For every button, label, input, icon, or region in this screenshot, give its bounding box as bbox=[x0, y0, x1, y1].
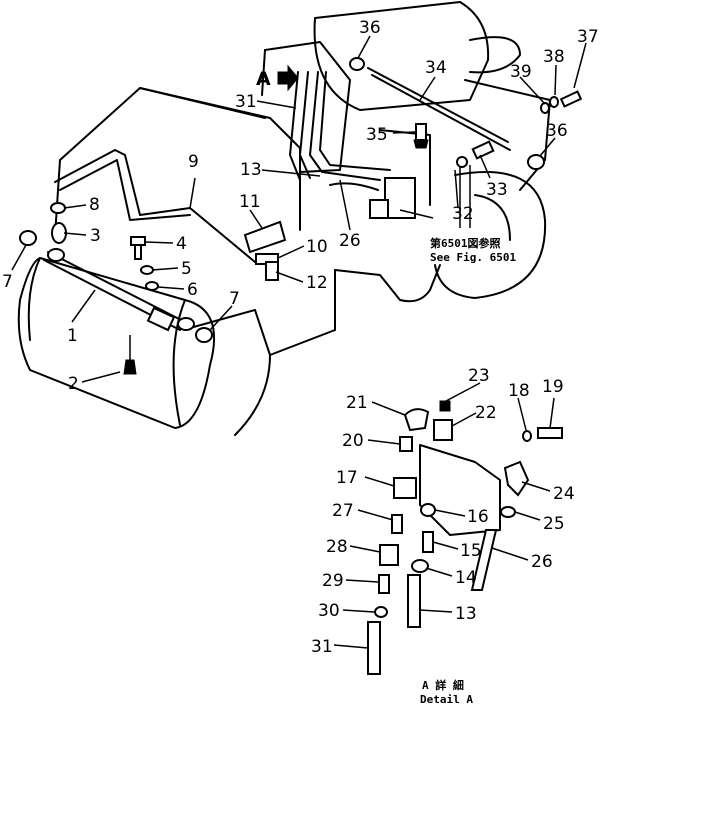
callout-11: 11 bbox=[239, 192, 261, 212]
hose-lines bbox=[54, 67, 511, 263]
callout-30: 30 bbox=[318, 601, 340, 621]
callout-36b: 36 bbox=[546, 121, 568, 141]
callout-15: 15 bbox=[460, 541, 482, 561]
callout-24: 24 bbox=[553, 484, 575, 504]
callout-32: 32 bbox=[452, 204, 474, 224]
callout-27: 27 bbox=[332, 501, 354, 521]
callout-10: 10 bbox=[306, 237, 328, 257]
see-fig-jp: 第6501図参照 bbox=[430, 236, 501, 250]
detail-title-jp: A 詳 細 bbox=[422, 678, 464, 692]
callout-7b: 7 bbox=[229, 289, 240, 309]
callout-23: 23 bbox=[468, 366, 490, 386]
callout-22: 22 bbox=[475, 403, 497, 423]
callout-6: 6 bbox=[187, 280, 198, 300]
callout-14: 14 bbox=[455, 568, 477, 588]
see-fig-en: See Fig. 6501 bbox=[430, 251, 516, 264]
callout-16: 16 bbox=[467, 507, 489, 527]
callout-36a: 36 bbox=[359, 18, 381, 38]
callout-38: 38 bbox=[543, 47, 565, 67]
callout-20: 20 bbox=[342, 431, 364, 451]
callout-37: 37 bbox=[577, 27, 599, 47]
rear-components bbox=[277, 57, 583, 219]
callout-18: 18 bbox=[508, 381, 530, 401]
view-a-marker: A bbox=[256, 68, 271, 90]
callout-7a: 7 bbox=[2, 272, 13, 292]
leader-lines bbox=[11, 35, 587, 649]
reference-notes: 第6501図参照 See Fig. 6501 A 詳 細 Detail A bbox=[420, 236, 516, 706]
callout-5: 5 bbox=[181, 259, 192, 279]
detail-a-components bbox=[367, 400, 563, 675]
callout-9: 9 bbox=[188, 152, 199, 172]
callout-2: 2 bbox=[68, 374, 79, 394]
callout-17: 17 bbox=[336, 468, 358, 488]
callout-28: 28 bbox=[326, 537, 348, 557]
callout-1: 1 bbox=[67, 326, 78, 346]
callout-31a: 31 bbox=[235, 92, 257, 112]
callout-29: 29 bbox=[322, 571, 344, 591]
front-components bbox=[19, 202, 287, 375]
callout-21: 21 bbox=[346, 393, 368, 413]
callout-4: 4 bbox=[176, 234, 187, 254]
callout-19: 19 bbox=[542, 377, 564, 397]
callout-3: 3 bbox=[90, 226, 101, 246]
callout-13b: 13 bbox=[455, 604, 477, 624]
callout-13a: 13 bbox=[240, 160, 262, 180]
callout-labels: 1 2 3 4 5 6 7 7 8 9 10 11 12 13 26 31 A … bbox=[2, 18, 599, 657]
callout-25: 25 bbox=[543, 514, 565, 534]
callout-31b: 31 bbox=[311, 637, 333, 657]
callout-8: 8 bbox=[89, 195, 100, 215]
callout-35: 35 bbox=[366, 125, 388, 145]
callout-33: 33 bbox=[486, 180, 508, 200]
callout-26b: 26 bbox=[531, 552, 553, 572]
callout-26a: 26 bbox=[339, 231, 361, 251]
machine-outline bbox=[17, 1, 551, 436]
callout-39: 39 bbox=[510, 62, 532, 82]
callout-12: 12 bbox=[306, 273, 328, 293]
callout-34: 34 bbox=[425, 58, 447, 78]
detail-title-en: Detail A bbox=[420, 693, 473, 706]
